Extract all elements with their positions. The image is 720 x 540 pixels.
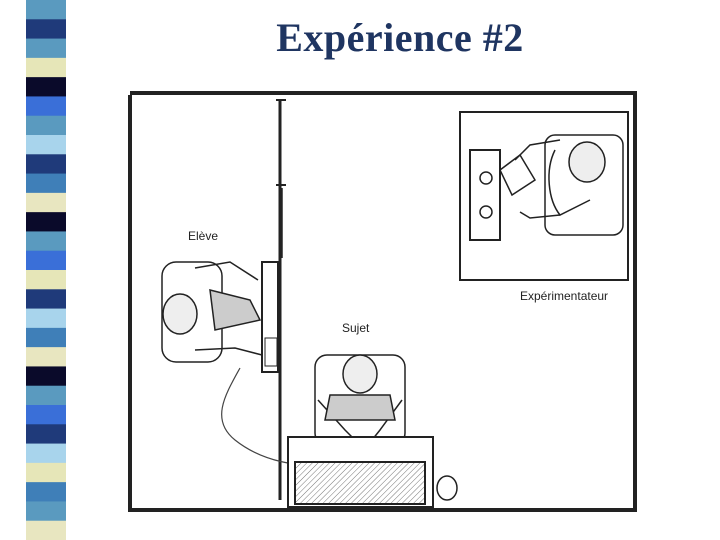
label-sujet: Sujet <box>342 321 370 335</box>
pupil-figure <box>162 262 262 362</box>
shock-generator <box>288 437 433 507</box>
small-device <box>437 476 457 500</box>
experimenter-figure <box>515 135 623 235</box>
pupil-desk <box>262 262 278 372</box>
subject-figure <box>315 355 405 445</box>
label-experimentateur: Expérimentateur <box>520 289 608 303</box>
experimenter-booth <box>460 112 628 280</box>
label-eleve: Elève <box>188 229 218 243</box>
